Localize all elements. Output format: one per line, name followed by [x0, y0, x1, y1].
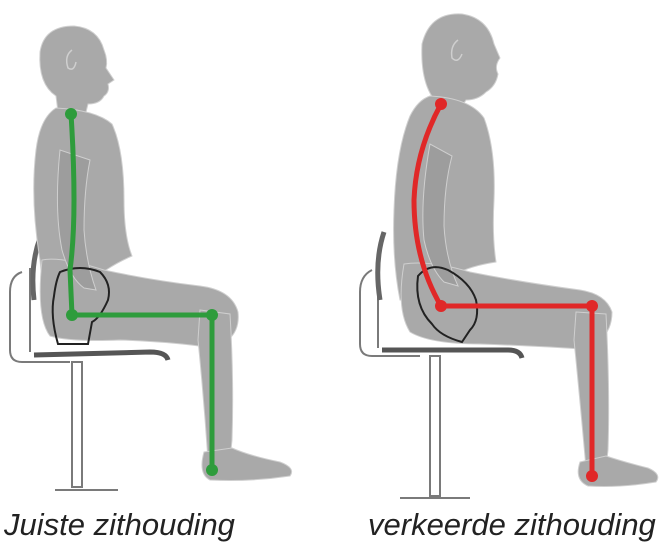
joint-marker-hip — [66, 309, 78, 321]
caption-correct-posture: Juiste zithouding — [4, 507, 235, 543]
joint-marker-ankle — [206, 464, 218, 476]
joint-marker-knee — [586, 300, 598, 312]
joint-marker-neck — [65, 108, 77, 120]
joint-marker-knee — [206, 309, 218, 321]
correct-posture-figure — [10, 26, 292, 490]
incorrect-posture-figure — [360, 14, 658, 498]
joint-marker-hip — [435, 300, 447, 312]
joint-marker-neck — [435, 98, 447, 110]
joint-marker-ankle — [586, 470, 598, 482]
caption-incorrect-posture: verkeerde zithouding — [368, 507, 656, 543]
person-silhouette-right — [394, 14, 658, 487]
